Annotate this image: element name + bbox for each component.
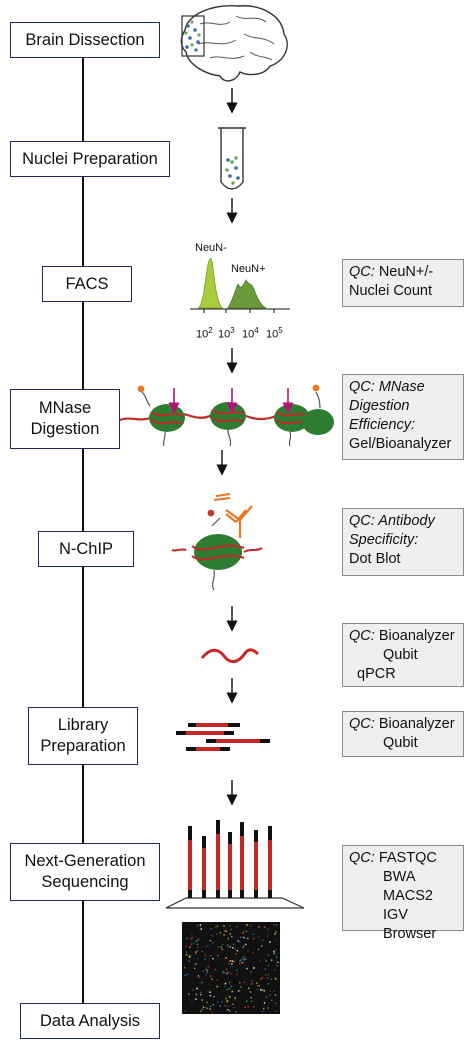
step-label: N-ChIP <box>58 539 114 558</box>
step-facs: FACS <box>42 266 132 302</box>
qc-box-mnase: QC: MNase Digestion Efficiency: Gel/Bioa… <box>342 374 464 460</box>
facs-tick-label: 102 <box>196 326 213 341</box>
facs-tick-label: 104 <box>242 326 259 341</box>
qc-box-ngs: QC: FASTQC BWA MACS2 IGV Browser <box>342 845 464 942</box>
nucleosome-array <box>119 384 334 447</box>
step-label: FACS <box>65 274 109 293</box>
qc-box-library: QC: Bioanalyzer Qubit <box>342 711 464 757</box>
qc-box-facs: QC: NeuN+/- Nuclei Count <box>342 259 464 307</box>
step-label: Brain Dissection <box>25 30 145 49</box>
facs-label-neun-minus: NeuN- <box>195 242 227 254</box>
flow-cell-icon <box>165 820 305 909</box>
facs-tick-label: 103 <box>218 326 235 341</box>
facs-tick-label: 105 <box>266 326 283 341</box>
brain-icon <box>180 5 288 82</box>
step-label: Nuclei Preparation <box>22 149 158 168</box>
qc-box-nchip: QC: Antibody Specificity: Dot Blot <box>342 508 464 576</box>
step-label: Data Analysis <box>40 1011 140 1030</box>
antibody-nucleosome-icon <box>171 493 263 591</box>
sequencing-image <box>182 922 280 1014</box>
step-nuclei-preparation: Nuclei Preparation <box>10 141 170 177</box>
dna-fragment <box>200 648 260 663</box>
step-n-chip: N-ChIP <box>38 531 134 567</box>
facs-histogram <box>190 258 290 313</box>
facs-label-neun-plus: NeuN+ <box>231 263 266 275</box>
step-brain-dissection: Brain Dissection <box>10 22 160 58</box>
library-fragments <box>176 723 270 751</box>
step-data-analysis: Data Analysis <box>20 1003 160 1039</box>
qc-box-dna: QC: Bioanalyzer Qubit qPCR <box>342 623 464 687</box>
test-tube-icon <box>218 127 246 190</box>
